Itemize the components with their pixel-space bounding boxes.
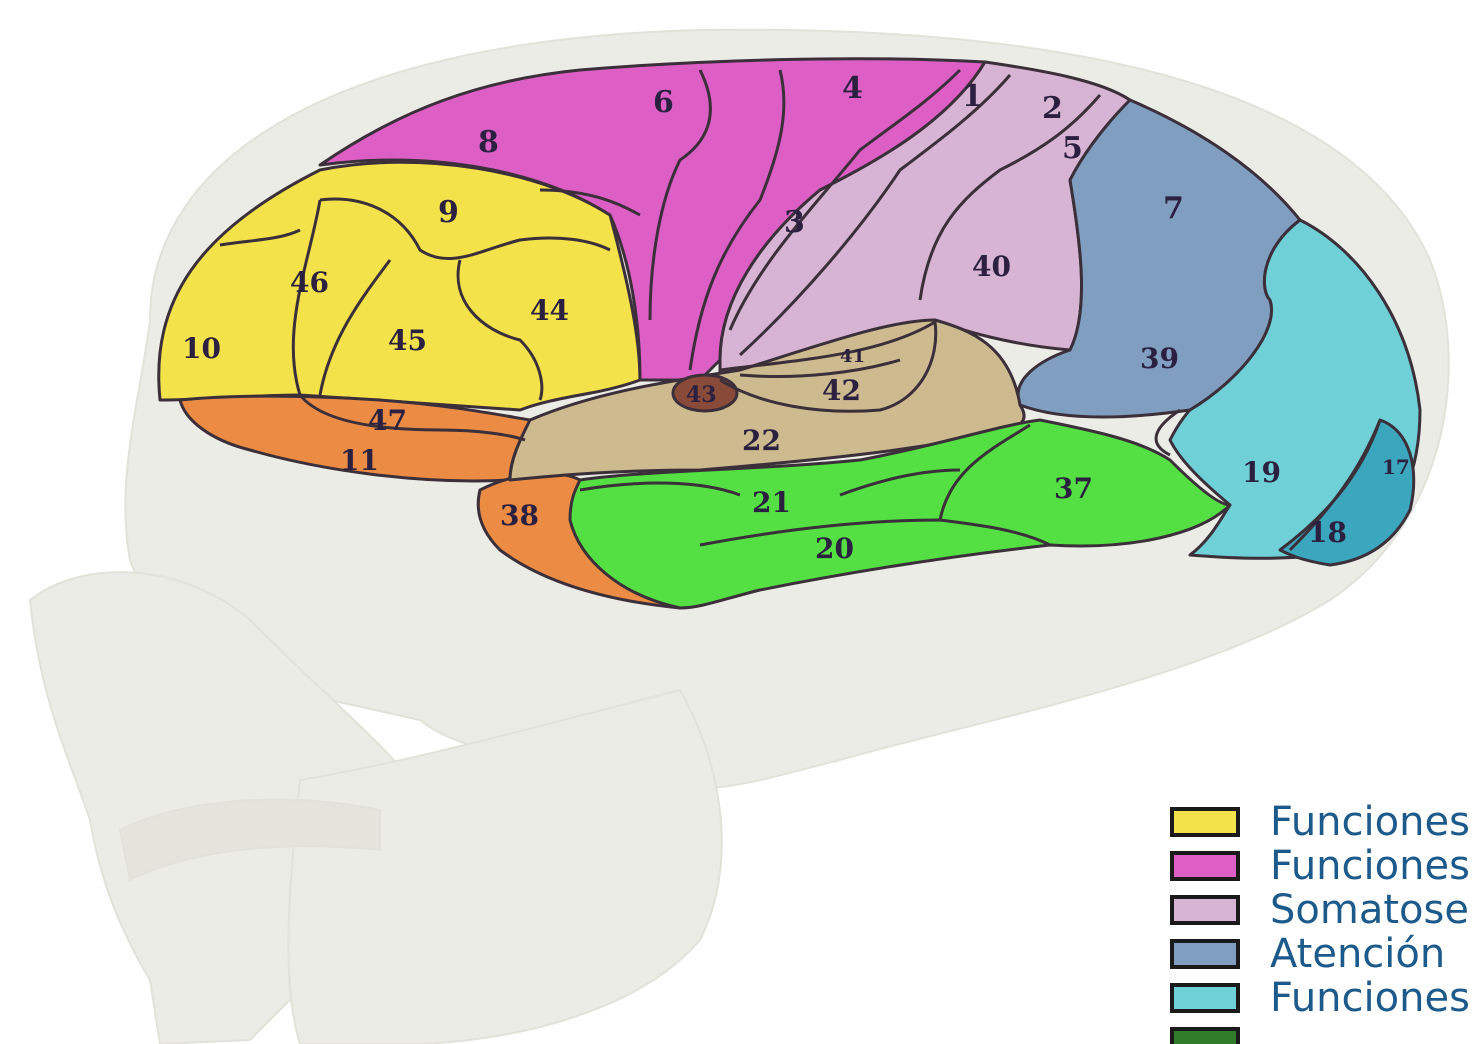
area-label-44: 44 [530, 294, 569, 327]
area-label-38: 38 [500, 499, 539, 532]
area-label-21: 21 [752, 486, 791, 519]
area-label-47: 47 [368, 404, 407, 437]
area-label-2: 2 [1042, 91, 1063, 126]
area-label-39: 39 [1140, 342, 1179, 375]
area-label-6: 6 [653, 85, 674, 120]
legend-swatch-magenta [1170, 851, 1240, 881]
area-label-7: 7 [1163, 191, 1184, 226]
legend-item [1170, 1020, 1476, 1044]
legend-label: Atención [1270, 932, 1445, 976]
area-label-1: 1 [962, 79, 983, 114]
legend-item: Funciones [1170, 844, 1476, 888]
legend: Funciones Funciones Somatose Atención Fu… [1170, 800, 1476, 1044]
legend-swatch-lilac [1170, 895, 1240, 925]
legend-item: Funciones [1170, 800, 1476, 844]
area-label-10: 10 [182, 332, 221, 365]
area-label-43: 43 [686, 382, 717, 408]
area-label-41: 41 [840, 346, 865, 367]
legend-label: Funciones [1270, 976, 1470, 1020]
legend-item: Somatose [1170, 888, 1476, 932]
area-label-3: 3 [784, 205, 805, 240]
area-label-17: 17 [1382, 455, 1410, 479]
area-label-5: 5 [1062, 131, 1083, 166]
area-label-37: 37 [1054, 472, 1093, 505]
legend-label: Funciones [1270, 844, 1470, 888]
area-label-11: 11 [340, 444, 379, 477]
legend-item: Funciones [1170, 976, 1476, 1020]
area-label-42: 42 [822, 374, 861, 407]
area-label-22: 22 [742, 424, 781, 457]
area-label-40: 40 [972, 250, 1011, 283]
area-label-19: 19 [1242, 456, 1281, 489]
area-label-45: 45 [388, 324, 427, 357]
legend-swatch-yellow [1170, 807, 1240, 837]
area-label-8: 8 [478, 125, 499, 160]
legend-label: Funciones [1270, 800, 1470, 844]
legend-swatch-steel-blue [1170, 939, 1240, 969]
legend-item: Atención [1170, 932, 1476, 976]
legend-label: Somatose [1270, 888, 1469, 932]
legend-swatch-cyan [1170, 983, 1240, 1013]
area-label-20: 20 [815, 532, 854, 565]
area-label-9: 9 [438, 195, 459, 230]
area-label-4: 4 [842, 71, 863, 106]
legend-swatch-dark-green [1170, 1027, 1240, 1044]
area-label-18: 18 [1308, 516, 1347, 549]
area-label-46: 46 [290, 266, 329, 299]
